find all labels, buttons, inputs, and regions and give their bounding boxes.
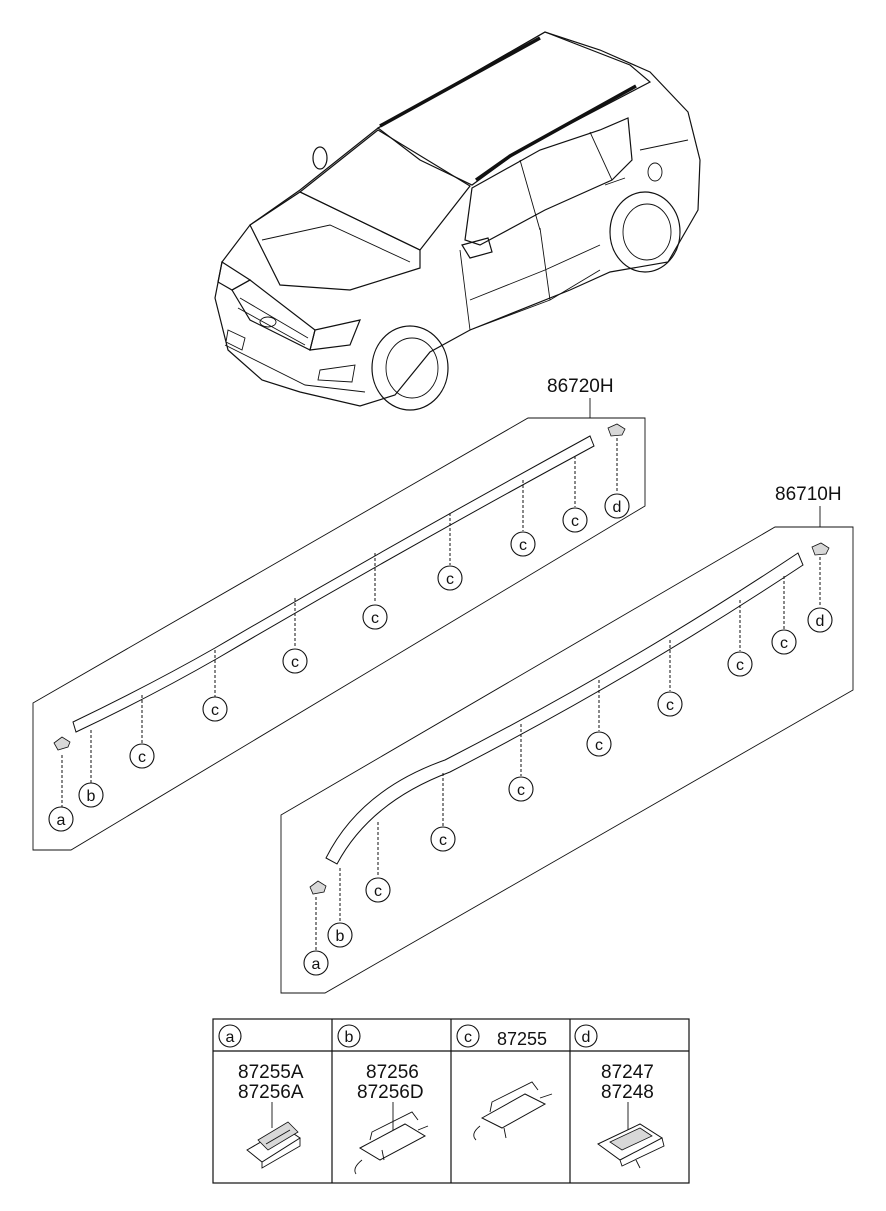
svg-text:c: c [780,635,788,652]
callout-c-left-3: c [282,648,308,674]
callout-c-left-2: c [202,696,228,722]
right-rail-group: 86710H a b c c c c c c c d [280,484,854,994]
right-rail-part-number: 86710H [775,484,842,505]
left-end-cap-front [53,736,71,751]
legend-column-a: a 87255A 87256A [218,1024,304,1169]
svg-text:c: c [291,654,299,671]
callout-c-right-4: c [586,731,612,757]
callout-c-left-5: c [437,565,463,591]
legend-column-b: b 87256 87256D [337,1024,429,1175]
clip-d-illustration [597,1123,665,1169]
callout-c-right-1: c [365,877,391,903]
callout-c-right-3: c [508,776,534,802]
svg-text:d: d [816,613,825,630]
legend-part-d-1: 87247 [601,1062,654,1083]
legend-letter-d: d [582,1029,591,1046]
callout-c-left-1: c [129,743,155,769]
left-rail-part-number: 86720H [547,376,614,397]
legend-part-d-2: 87248 [601,1082,654,1103]
right-end-cap-rear [811,542,830,556]
legend-part-b-2: 87256D [357,1082,424,1103]
svg-text:d: d [613,499,622,516]
svg-text:c: c [439,832,447,849]
svg-text:a: a [57,812,66,829]
right-rail-frame [280,526,854,994]
parts-legend-table: a 87255A 87256A b 87256 87256D [212,1018,690,1184]
callout-b-left: b [78,782,104,808]
svg-text:a: a [312,956,321,973]
legend-part-a-2: 87256A [238,1082,304,1103]
callout-a-left: a [48,806,74,832]
callout-c-right-6: c [727,651,753,677]
legend-column-d: d 87247 87248 [574,1024,665,1169]
left-roof-rail [72,435,595,733]
callout-c-right-2: c [430,826,456,852]
svg-text:b: b [336,928,345,945]
callout-c-left-7: c [562,507,588,533]
svg-text:c: c [374,883,382,900]
legend-part-c: 87255 [497,1029,547,1049]
svg-text:c: c [517,782,525,799]
clip-c-illustration [473,1081,553,1141]
callout-c-left-6: c [510,531,536,557]
callout-b-right: b [327,922,353,948]
legend-letter-b: b [345,1029,354,1046]
svg-text:b: b [87,788,96,805]
svg-text:c: c [371,610,379,627]
clip-b-illustration [354,1111,429,1175]
left-rail-frame [32,417,646,851]
callout-c-left-4: c [362,604,388,630]
svg-text:c: c [595,737,603,754]
callout-c-right-7: c [771,629,797,655]
right-roof-rail [325,552,804,865]
vehicle-illustration [214,31,701,411]
svg-text:c: c [138,749,146,766]
legend-part-b-1: 87256 [366,1062,419,1083]
callout-a-right: a [303,950,329,976]
legend-part-a-1: 87255A [238,1062,304,1083]
left-end-cap-rear [607,423,626,437]
svg-text:c: c [519,537,527,554]
legend-column-c: c 87255 [456,1024,553,1141]
svg-text:c: c [446,571,454,588]
clip-a-illustration [246,1121,301,1169]
callout-d-left: d [604,493,630,519]
left-rail-group: 86720H a b c c c c c c c d [32,376,646,851]
svg-text:c: c [666,697,674,714]
svg-text:c: c [211,702,219,719]
callout-c-right-5: c [657,691,683,717]
right-end-cap-front [309,880,327,895]
svg-text:c: c [736,657,744,674]
svg-text:c: c [571,513,579,530]
callout-d-right: d [807,607,833,633]
legend-letter-a: a [226,1029,235,1046]
legend-letter-c: c [464,1029,472,1046]
